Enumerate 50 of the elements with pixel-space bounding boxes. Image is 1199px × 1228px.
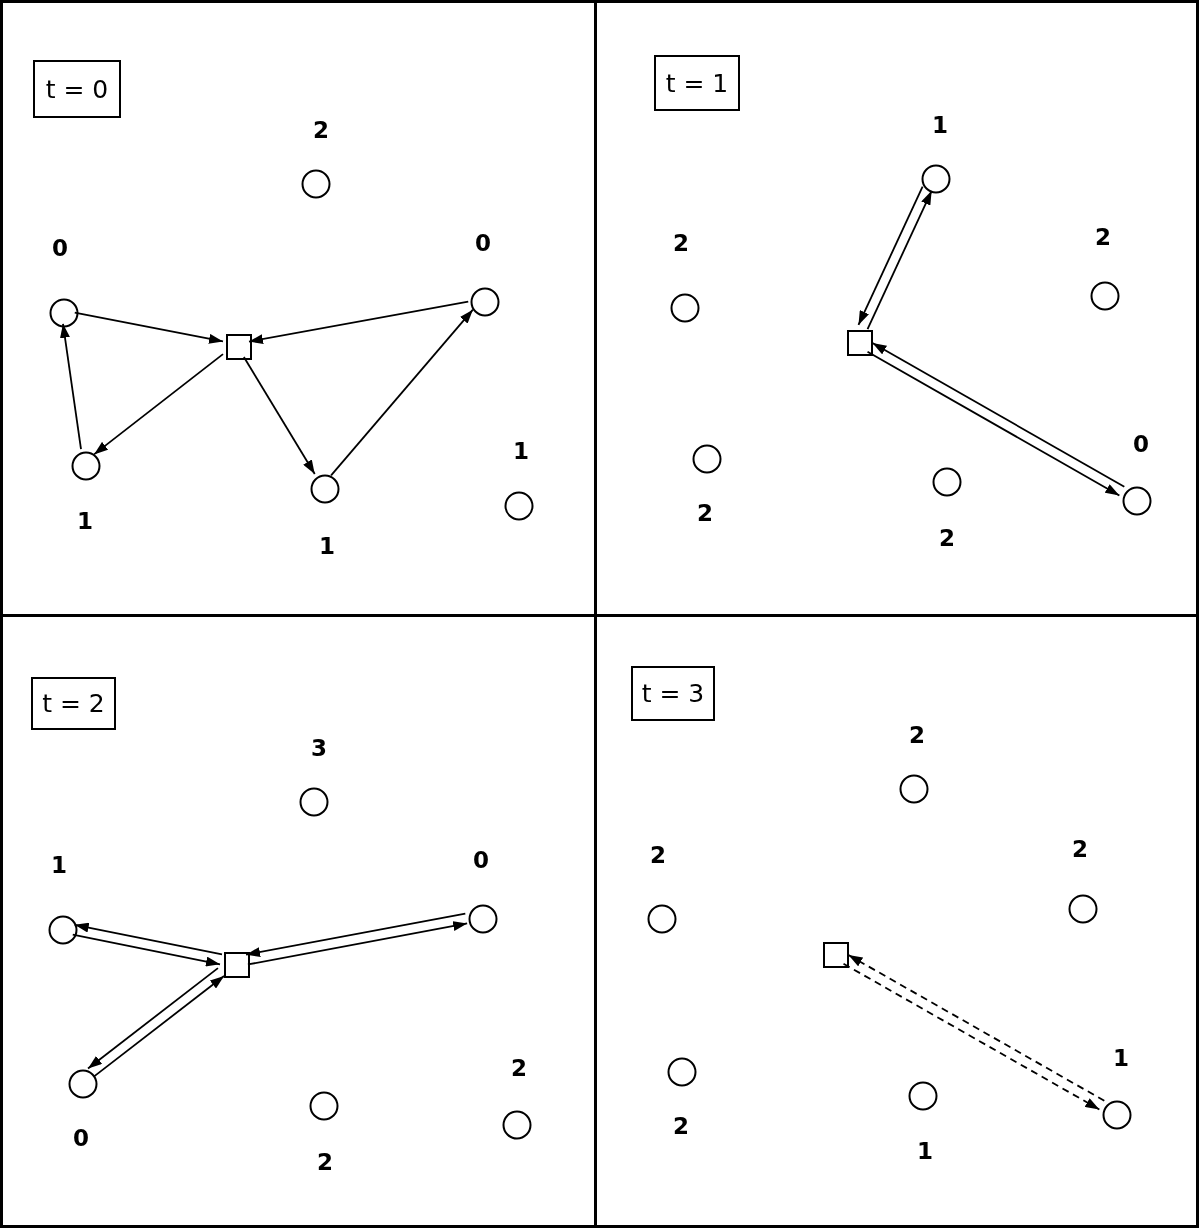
node-value: 2: [1095, 224, 1111, 250]
arrow: [73, 922, 223, 956]
node-value: 2: [673, 1113, 689, 1139]
arrow: [248, 300, 470, 344]
node-value: 2: [317, 1149, 333, 1175]
node-value: 2: [313, 117, 329, 143]
time-step-tag: t = 0: [33, 60, 121, 118]
node-value: 1: [319, 533, 335, 559]
node-value: 2: [1072, 836, 1088, 862]
arrow: [245, 912, 467, 957]
node-value: 1: [51, 852, 67, 878]
arrow: [93, 353, 224, 456]
panel: [594, 0, 1199, 617]
arrow: [857, 185, 924, 326]
node-value: 2: [909, 722, 925, 748]
panel: [0, 614, 597, 1228]
panel: [594, 614, 1199, 1228]
node-value: 0: [52, 235, 68, 261]
node-value: 2: [673, 230, 689, 256]
arrow: [71, 933, 221, 967]
square-node: [823, 942, 849, 968]
square-node: [226, 334, 252, 360]
arrow: [87, 967, 219, 1070]
node-value: 1: [932, 112, 948, 138]
node-value: 2: [650, 842, 666, 868]
node-value: 2: [511, 1055, 527, 1081]
node-value: 1: [1113, 1045, 1129, 1071]
node-value: 2: [697, 500, 713, 526]
node-value: 1: [77, 508, 93, 534]
arrow: [60, 322, 82, 451]
node-value: 1: [513, 438, 529, 464]
arrow: [866, 189, 933, 330]
node-value: 1: [917, 1138, 933, 1164]
time-step-tag: t = 2: [31, 677, 116, 730]
node-value: 0: [475, 230, 491, 256]
arrow: [247, 921, 469, 966]
time-step-tag: t = 3: [631, 666, 715, 721]
node-value: 0: [1133, 431, 1149, 457]
arrow: [242, 356, 316, 475]
square-node: [224, 952, 250, 978]
arrow: [330, 308, 474, 477]
node-value: 0: [473, 847, 489, 873]
node-value: 0: [73, 1125, 89, 1151]
arrow: [73, 311, 224, 344]
panel: [0, 0, 597, 617]
arrow: [93, 975, 225, 1078]
time-step-tag: t = 1: [654, 55, 740, 111]
node-value: 3: [311, 735, 327, 761]
node-value: 2: [939, 525, 955, 551]
square-node: [847, 330, 873, 356]
